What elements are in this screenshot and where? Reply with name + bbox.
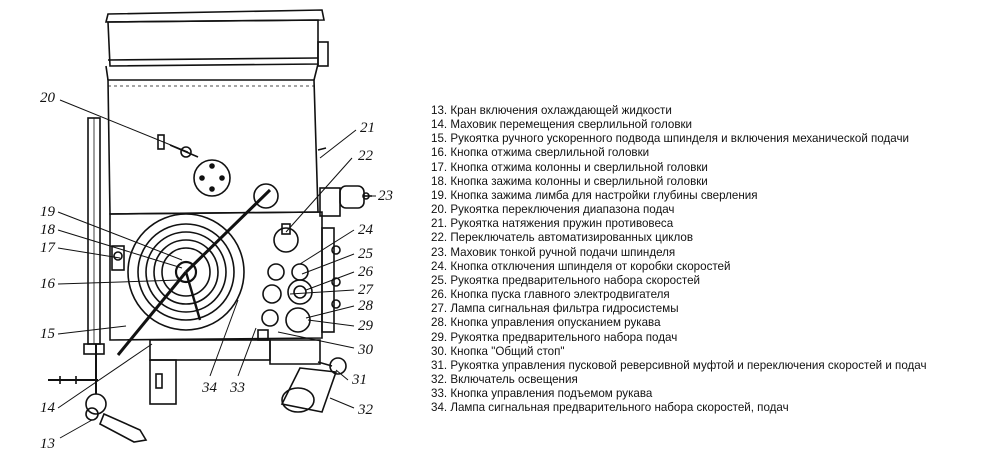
legend-item-15: 15. Рукоятка ручного ускоренного подвода… bbox=[431, 132, 909, 146]
callout-14: 14 bbox=[40, 400, 56, 416]
callout-17: 17 bbox=[40, 240, 57, 256]
depth-dial bbox=[127, 213, 245, 331]
callout-28: 28 bbox=[358, 298, 374, 314]
machine-diagram: 13 14 15 16 17 18 19 20 21 22 23 24 25 2… bbox=[40, 9, 393, 452]
callout-20: 20 bbox=[40, 90, 56, 106]
callout-29: 29 bbox=[358, 318, 374, 334]
legend-item-13: 13. Кран включения охлаждающей жидкости bbox=[431, 104, 672, 117]
spindle-sleeve bbox=[149, 359, 177, 405]
legend-item-19: 19. Кнопка зажима лимба для настройки гл… bbox=[431, 188, 758, 202]
fine-feed-handwheel bbox=[339, 185, 365, 209]
callout-19: 19 bbox=[40, 204, 56, 220]
callout-13: 13 bbox=[40, 436, 55, 452]
legend-item-18: 18. Кнопка зажима колонны и сверлильной … bbox=[431, 174, 708, 188]
upper-body bbox=[107, 79, 319, 215]
legend-item-27: 27. Лампа сигнальная фильтра гидросистем… bbox=[431, 302, 679, 316]
legend-item-21: 21. Рукоятка натяжения пружин противовес… bbox=[431, 217, 674, 231]
callout-33: 33 bbox=[229, 380, 245, 396]
lower-housing bbox=[149, 339, 271, 361]
legend-item-34: 34. Лампа сигнальная предварительного на… bbox=[431, 401, 789, 415]
fine-feed-housing bbox=[319, 187, 341, 217]
light-fixture bbox=[280, 367, 338, 413]
speed-preset-handle bbox=[287, 279, 313, 305]
legend-item-16: 16. Кнопка отжима сверлильной головки bbox=[431, 146, 650, 160]
callout-32: 32 bbox=[357, 402, 374, 418]
callout-26: 26 bbox=[358, 264, 374, 280]
legend-item-28: 28. Кнопка управления опусканием рукава bbox=[431, 316, 661, 330]
callout-15: 15 bbox=[40, 326, 56, 342]
legend-item-31: 31. Рукоятка управления пусковой реверси… bbox=[431, 358, 927, 372]
legend-item-25: 25. Рукоятка предварительного набора ско… bbox=[431, 273, 701, 287]
legend-list: 13. Кран включения охлаждающей жидкости … bbox=[431, 104, 997, 415]
legend-item-24: 24. Кнопка отключения шпинделя от коробк… bbox=[431, 259, 731, 273]
front-panel bbox=[109, 211, 323, 341]
legend-item-20: 20. Рукоятка переключения диапазона пода… bbox=[431, 203, 675, 217]
callout-21: 21 bbox=[360, 120, 375, 136]
feed-selector-plate bbox=[193, 159, 231, 197]
callout-23: 23 bbox=[378, 188, 393, 204]
callout-30: 30 bbox=[357, 342, 374, 358]
cycle-selector bbox=[273, 227, 299, 253]
leader-lines bbox=[57, 99, 376, 439]
callout-31: 31 bbox=[351, 372, 367, 388]
legend-item-17: 17. Кнопка отжима колонны и сверлильной … bbox=[431, 160, 708, 174]
column-clamp-buttons bbox=[111, 245, 125, 271]
legend-item-14: 14. Маховик перемещения сверлильной голо… bbox=[431, 118, 693, 132]
callout-18: 18 bbox=[40, 222, 56, 238]
callout-24: 24 bbox=[358, 222, 374, 238]
legend-item-26: 26. Кнопка пуска главного электродвигате… bbox=[431, 288, 670, 302]
legend-item-23: 23. Маховик тонкой ручной подачи шпиндел… bbox=[431, 245, 676, 259]
callout-27: 27 bbox=[358, 282, 375, 298]
legend-item-22: 22. Переключатель автоматизированных цик… bbox=[431, 231, 693, 245]
legend-item-33: 33. Кнопка управления подъемом рукава bbox=[431, 387, 653, 401]
legend-item-32: 32. Включатель освещения bbox=[431, 372, 578, 386]
head-top-cap bbox=[104, 9, 325, 23]
legend-item-29: 29. Рукоятка предварительного набора под… bbox=[431, 330, 678, 344]
callout-22: 22 bbox=[358, 148, 374, 164]
head-side-block bbox=[317, 41, 329, 67]
callout-34: 34 bbox=[201, 380, 218, 396]
dial-lever-knob bbox=[253, 183, 279, 209]
legend-item-30: 30. Кнопка "Общий стоп" bbox=[431, 344, 565, 358]
callout-16: 16 bbox=[40, 276, 56, 292]
feed-handwheel bbox=[85, 393, 107, 415]
light-lens bbox=[281, 387, 315, 413]
feed-preset-handle bbox=[285, 307, 311, 333]
callout-25: 25 bbox=[358, 246, 374, 262]
coolant-valve bbox=[98, 412, 148, 443]
range-lever-knob bbox=[180, 146, 192, 158]
